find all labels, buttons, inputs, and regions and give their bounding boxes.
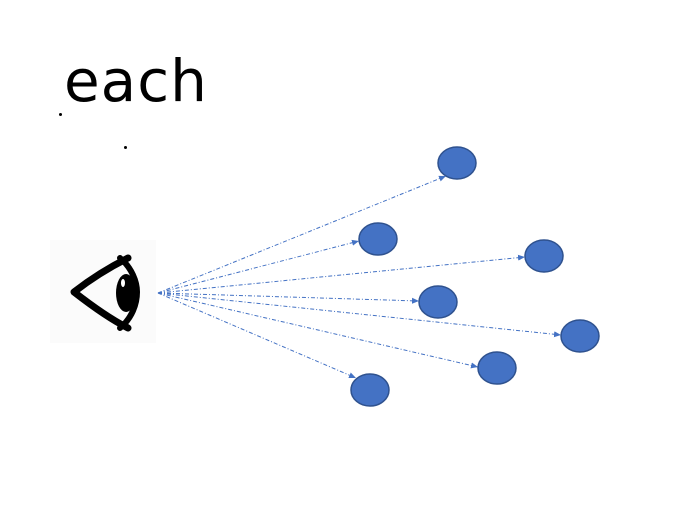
target-node bbox=[437, 146, 477, 180]
target-node bbox=[350, 373, 390, 407]
ray-group bbox=[157, 175, 562, 379]
target-node bbox=[524, 239, 564, 273]
node-group bbox=[350, 146, 600, 407]
sight-ray-arrow bbox=[157, 292, 420, 304]
sight-ray-arrow bbox=[157, 175, 447, 294]
eye-icon bbox=[50, 240, 156, 343]
stray-dot bbox=[59, 113, 62, 116]
sight-ray-arrow bbox=[157, 292, 357, 379]
target-node bbox=[358, 222, 398, 256]
target-node bbox=[418, 285, 458, 319]
target-node bbox=[477, 351, 517, 385]
target-node bbox=[560, 319, 600, 353]
stray-dot bbox=[124, 146, 127, 149]
sight-ray-arrow bbox=[157, 239, 360, 294]
heading-text: each bbox=[64, 47, 208, 115]
sight-ray-arrow bbox=[157, 292, 479, 369]
sight-ray-arrow bbox=[157, 254, 526, 294]
